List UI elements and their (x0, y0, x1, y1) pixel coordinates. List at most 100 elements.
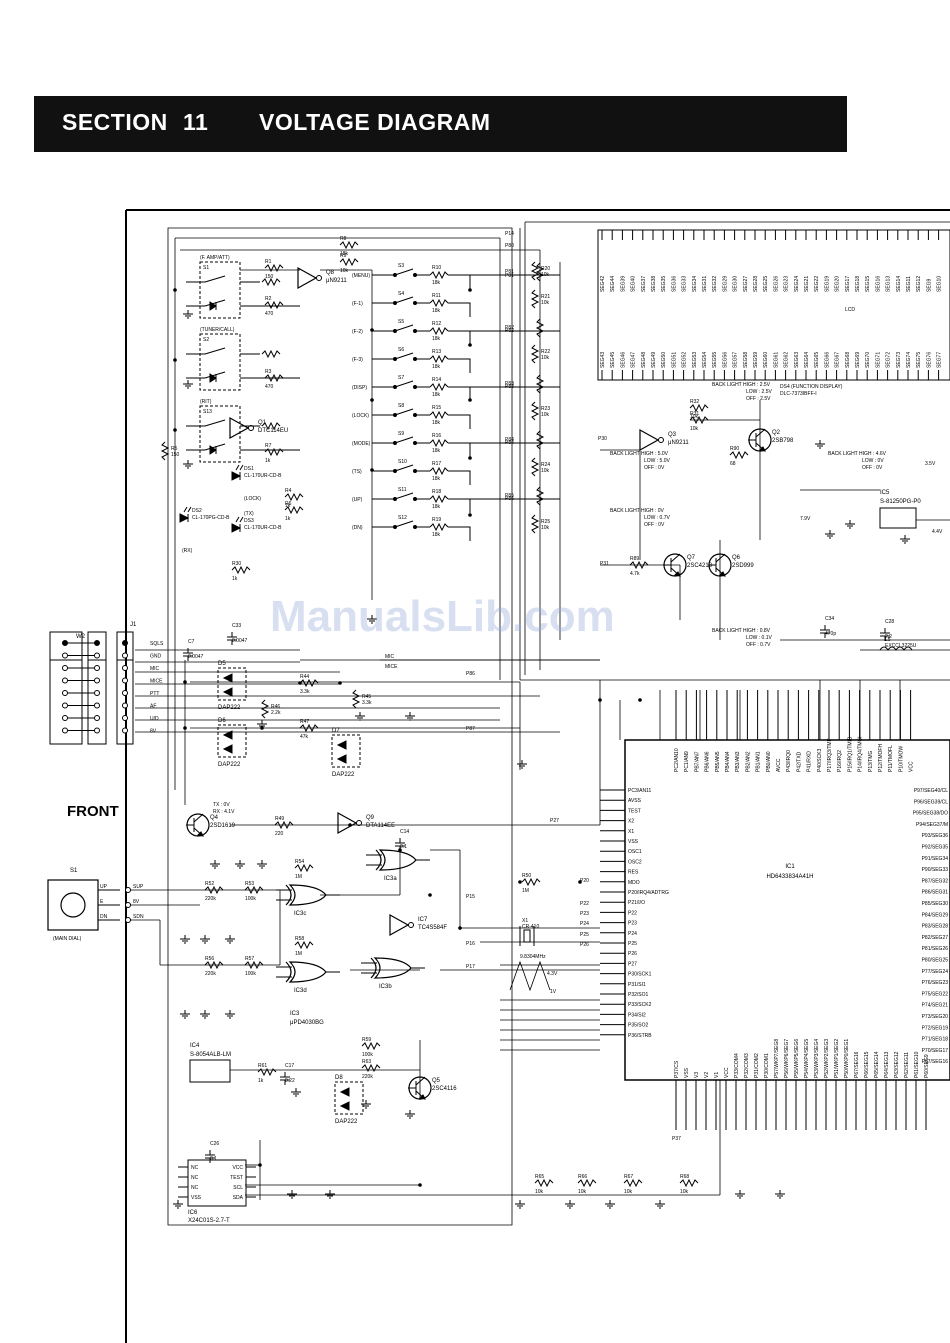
component-value: 10k (541, 412, 550, 418)
component-value: 470 (265, 384, 274, 390)
x1-ref: X1 (522, 918, 528, 924)
component-value: 2.2k (271, 710, 281, 716)
switch-resistor (261, 277, 281, 287)
key-resistor-ref: R17 (432, 461, 441, 467)
ground-symbol (517, 760, 527, 769)
ic1-right-pin: P84/SEG29 (922, 912, 949, 918)
key-port-label: P83 (505, 381, 514, 387)
key-resistor (429, 522, 449, 532)
j1-pin-label: MIC (150, 666, 160, 672)
ic1-label: IC1 (785, 864, 795, 870)
led-ds1-part: CL-170UR-CD-B (244, 473, 282, 479)
ground-symbol (825, 530, 835, 539)
junction-dot (428, 893, 432, 897)
section-number: 11 (183, 109, 209, 135)
key-switch-label: (MENU) (352, 273, 370, 279)
j1-pin-label: AF (150, 704, 156, 710)
dial-pin-label: E (100, 899, 104, 905)
ic1-top-pin: PB7/AN7 (694, 751, 700, 772)
lcd-top-pin: SEG27 (743, 276, 749, 292)
component-value: 470 (265, 311, 274, 317)
lcd-bottom-pin: SEG61 (773, 352, 779, 368)
x1-freq: 9.8304MHz (520, 954, 546, 960)
key-switch-ref: S11 (398, 487, 407, 493)
key-port-label: P81 (505, 269, 514, 275)
component-value: 10k (535, 1189, 544, 1195)
watermark: ManualsLib.com (270, 592, 615, 641)
ds4-label: DS4 (FUNCTION DISPLAY) (780, 384, 843, 390)
component-value: 10k (680, 1189, 689, 1195)
lcd-top-pin: SEG20 (835, 276, 841, 292)
ic1-top-pin: AVCC (776, 758, 782, 772)
lcd-top-pin: SEG28 (753, 276, 759, 292)
key-switch-label: (F-3) (352, 357, 363, 363)
ground-symbol (180, 1010, 190, 1019)
ic4-label: IC4 (190, 1043, 200, 1049)
mic-line-label: MIC (385, 654, 395, 660)
key-switch-ref: S8 (398, 403, 404, 409)
lcd-top-pin: SEG23 (784, 276, 790, 292)
ground-symbol (257, 720, 267, 729)
ic6-left-pin: NC (191, 1175, 199, 1181)
resistor-symbol (299, 723, 319, 733)
pullup-resistor (535, 430, 545, 450)
component-ref: R30 (232, 561, 241, 567)
gate-ic3a: IC3a (366, 849, 430, 882)
component-value: 100k (362, 1052, 373, 1058)
component-value: 10k (578, 1189, 587, 1195)
backlight-note-line: LOW : 2.5V (746, 389, 773, 395)
lcd-top-pin: SEG25 (763, 276, 769, 292)
junction-dot (370, 398, 374, 402)
junction-dot (458, 926, 462, 930)
key-switch-label: (DISP) (352, 385, 367, 391)
port-label: P82 (505, 328, 514, 334)
component-ref: R89 (630, 556, 639, 562)
wiring-group (130, 228, 950, 1200)
backlight-note-line: OFF : 0V (862, 465, 883, 471)
ic7-inverter-ref: IC7 (418, 917, 428, 923)
key-resistor-ref: R14 (432, 377, 441, 383)
key-resistor-value: 18k (432, 420, 441, 426)
j1-pin-label: PTT (150, 691, 159, 697)
led-ds3-part: CL-170UR-CD-B (244, 525, 282, 531)
osc-waveform (509, 960, 551, 992)
switch-group: S13(RIT) (186, 399, 300, 463)
lcd-top-pin: SEG15 (865, 276, 871, 292)
lcd-bottom-pin: SEG68 (845, 352, 851, 368)
lcd-bottom-pin: SEG74 (906, 352, 912, 368)
backlight-note-line: OFF : 0V (644, 522, 665, 528)
ic1-bottom-pin: P65/SEG14 (874, 1051, 880, 1078)
lcd-top-pin: SEG36 (671, 276, 677, 292)
switch-group-ref: S13 (203, 409, 212, 415)
gate-ic3c-label: IC3c (294, 911, 306, 917)
component-value: 470p (825, 631, 836, 637)
component-ref: R44 (300, 674, 309, 680)
key-resistor (429, 438, 449, 448)
component-value: 10k (541, 525, 550, 531)
ic1-top-pin: P10/TMOW (898, 746, 904, 772)
ground-symbol (367, 615, 377, 624)
lcd-top-pin: SEG26 (773, 276, 779, 292)
component-ref: C28 (885, 619, 894, 625)
ic1-left-pin: AVSS (628, 798, 642, 804)
lcd-top-pin: SEG39 (620, 276, 626, 292)
ic1-bottom-pin: P61/SEG10 (914, 1051, 920, 1078)
j1-pin-label: U/D (150, 716, 159, 722)
ic1-left-pin: OSC2 (628, 859, 642, 865)
ic1-bottom-pin: P67/SEG16 (854, 1051, 860, 1078)
ic1-top-pin: PB4/AN4 (725, 751, 731, 772)
lcd-top-pin: SEG12 (916, 276, 922, 292)
resistor-symbol (160, 441, 170, 461)
